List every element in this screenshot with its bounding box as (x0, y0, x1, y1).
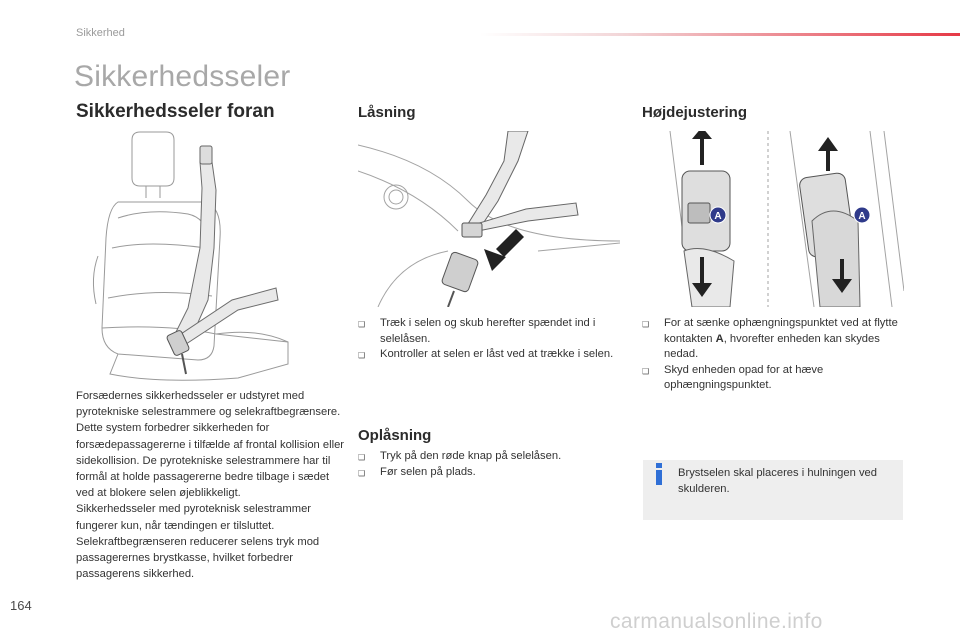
front-belts-description: Forsædernes sikkerhedsseler er udstyret … (76, 388, 346, 582)
locking-illustration (358, 131, 620, 307)
checkbox-bullet-icon: ❑ (358, 320, 366, 329)
info-note-box (643, 460, 903, 520)
list-item: ❑Kontroller at selen er låst ved at træk… (358, 347, 624, 363)
list-item: ❑Træk i selen og skub herefter spændet i… (358, 317, 596, 345)
height-adjust-illustration: A A (669, 131, 904, 307)
checkbox-bullet-icon: ❑ (642, 366, 650, 376)
contact-a-marker-left: A (709, 206, 727, 224)
contact-a-marker-right: A (853, 206, 871, 224)
section-label: Sikkerhed (76, 27, 125, 39)
list-item: ❑Tryk på den røde knap på selelåsen. (358, 449, 624, 465)
header-accent-rule (480, 33, 960, 36)
checkbox-bullet-icon: ❑ (358, 351, 366, 360)
front-paragraph: Dette system forbedrer sikkerheden for f… (76, 422, 345, 500)
checkbox-bullet-icon: ❑ (358, 453, 366, 462)
unlocking-heading: Oplåsning (358, 427, 432, 444)
svg-text:A: A (858, 211, 865, 222)
page-title: Sikkerhedsseler (74, 60, 291, 93)
page-number: 164 (10, 598, 32, 613)
info-note-text: Brystselen skal placeres i hulningen ved… (678, 467, 877, 495)
info-icon (656, 463, 662, 485)
svg-text:A: A (714, 211, 721, 222)
front-paragraph: Selekraftbegrænseren reducerer selens tr… (76, 535, 320, 581)
locking-steps: ❑Træk i selen og skub herefter spændet i… (358, 316, 624, 363)
front-paragraph: Sikkerhedsseler med pyroteknisk selestra… (76, 503, 312, 532)
seat-belt-illustration (92, 131, 289, 381)
height-adjust-steps: ❑For at sænke ophængningspunktet ved at … (642, 316, 904, 394)
checkbox-bullet-icon: ❑ (358, 468, 366, 478)
list-item: ❑Skyd enheden opad for at hæve ophængnin… (642, 363, 824, 392)
front-belts-heading: Sikkerhedsseler foran (76, 101, 275, 122)
checkbox-bullet-icon: ❑ (642, 320, 650, 329)
locking-heading: Låsning (358, 104, 416, 121)
list-item: ❑Før selen på plads. (358, 465, 624, 481)
height-adjust-heading: Højdejustering (642, 104, 748, 121)
watermark: carmanualsonline.info (610, 610, 823, 633)
list-item: ❑For at sænke ophængningspunktet ved at … (642, 317, 898, 360)
front-paragraph: Forsædernes sikkerhedsseler er udstyret … (76, 390, 341, 419)
unlocking-steps: ❑Tryk på den røde knap på selelåsen. ❑Fø… (358, 449, 624, 480)
